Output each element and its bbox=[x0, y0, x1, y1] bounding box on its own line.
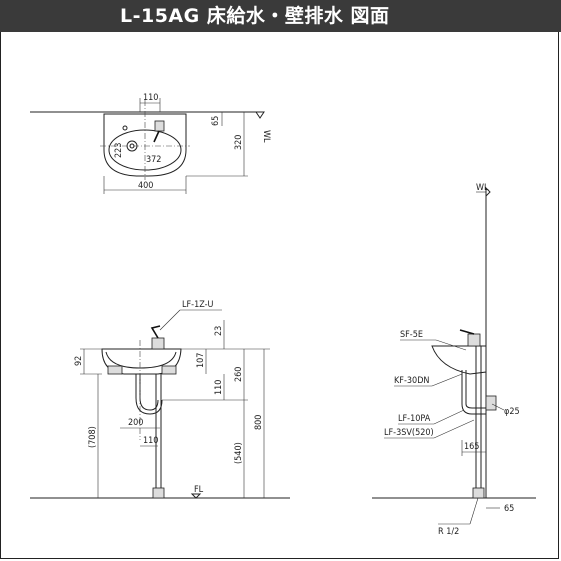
front-view: FL LF-1Z-U 92 (708) 23 bbox=[30, 300, 290, 499]
drain-trap-side bbox=[461, 403, 486, 415]
part-faucet-label: LF-1Z-U bbox=[182, 300, 214, 310]
wl-marker-side bbox=[485, 186, 491, 198]
supply-base-side bbox=[472, 487, 485, 499]
dim-400-top: 400 bbox=[138, 181, 153, 191]
dim-110-bottom-front: 110 bbox=[143, 436, 158, 446]
dim-65-side: 65 bbox=[504, 504, 514, 514]
leader-lf3sv bbox=[433, 419, 475, 439]
dim-110-top: 110 bbox=[143, 93, 158, 103]
dim-65-top: 65 bbox=[211, 116, 221, 126]
wl-marker-top bbox=[255, 111, 265, 119]
r12-label-side: R 1/2 bbox=[438, 527, 459, 537]
dim-200-front: 200 bbox=[128, 418, 143, 428]
dim-260-front: 260 bbox=[234, 367, 244, 382]
drawing-title: L-15AG 床給水・壁排水 図面 bbox=[0, 0, 561, 32]
wl-label-top: WL bbox=[261, 130, 271, 143]
faucet-top bbox=[154, 120, 165, 132]
dim-540-front: (540) bbox=[234, 442, 244, 464]
dim-23-front: 23 bbox=[214, 326, 224, 336]
bracket-right-front bbox=[161, 365, 177, 375]
dim-165-side: 165 bbox=[464, 442, 479, 452]
top-view: 110 65 320 WL 223 372 400 bbox=[30, 93, 271, 194]
supply-base-front bbox=[152, 487, 165, 499]
bracket-left-front bbox=[107, 365, 123, 375]
faucet-lever-side bbox=[459, 329, 475, 335]
dim-107-front: 107 bbox=[196, 353, 206, 368]
faucet-lever-top bbox=[153, 130, 160, 143]
dim-110-side-front: 110 bbox=[214, 380, 224, 395]
leader-r12 bbox=[469, 497, 479, 525]
fl-label-front: FL bbox=[194, 485, 204, 495]
wl-label-side: WL bbox=[476, 183, 489, 193]
leader-sf bbox=[435, 339, 467, 351]
dim-372-top: 372 bbox=[146, 155, 161, 165]
leader-kf bbox=[431, 373, 463, 387]
leader-lf1z bbox=[159, 309, 181, 331]
dim-phi25-side: φ25 bbox=[504, 407, 520, 417]
faucet-front bbox=[151, 337, 165, 350]
part-sf-label: SF-5E bbox=[400, 330, 423, 340]
faucet-side bbox=[467, 333, 481, 347]
dim-800-front: 800 bbox=[254, 415, 264, 430]
part-lf3sv-label: LF-3SV(520) bbox=[384, 428, 434, 438]
dim-223-top: 223 bbox=[114, 143, 124, 158]
part-kf-label: KF-30DN bbox=[394, 376, 429, 386]
leader-phi25 bbox=[491, 403, 505, 411]
basin-side bbox=[431, 345, 487, 375]
faucet-lever-front bbox=[150, 325, 161, 339]
drain-trap-front bbox=[139, 374, 159, 411]
wall-flange-side bbox=[485, 395, 497, 411]
fl-marker-front bbox=[190, 493, 202, 499]
side-view: WL SF-5E KF-30DN LF-10PA LF-3SV(520) φ2 bbox=[372, 183, 536, 537]
drain-trap-side-inner bbox=[465, 403, 486, 409]
overflow-hole-top bbox=[122, 125, 128, 131]
dim-320-top: 320 bbox=[234, 135, 244, 150]
leader-lf10 bbox=[433, 409, 465, 425]
part-lf10-label: LF-10PA bbox=[398, 414, 431, 424]
dim-708-front: (708) bbox=[88, 426, 98, 448]
dim-92-front: 92 bbox=[74, 356, 84, 366]
